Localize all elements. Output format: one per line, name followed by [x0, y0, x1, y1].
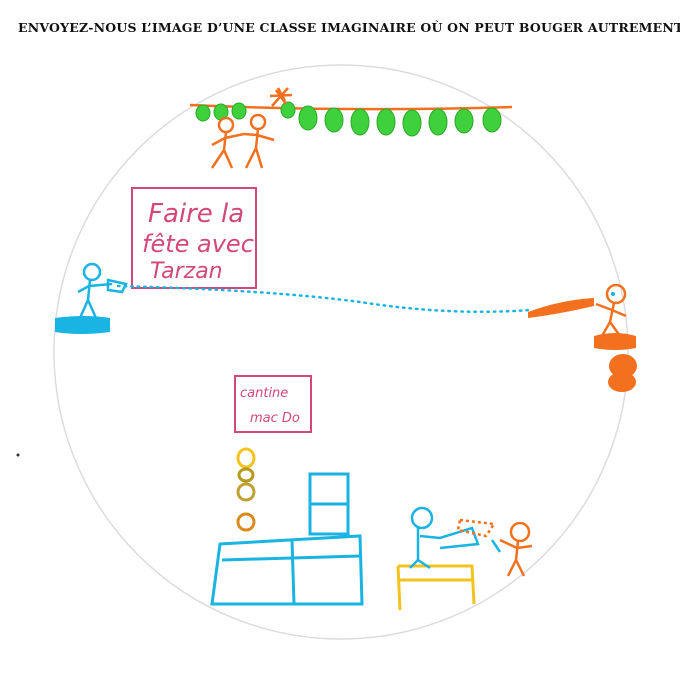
- sign-line-2: fête avec: [142, 230, 254, 258]
- page-title: ENVOYEZ-NOUS L’IMAGE D’UNE CLASSE IMAGIN…: [18, 20, 680, 35]
- sign-line-1: Faire la: [148, 199, 244, 229]
- bottom-orange-figure: [490, 521, 533, 577]
- left-cyan-figure: [55, 262, 128, 334]
- cyan-blocks: [210, 472, 364, 606]
- small-sign-line-1: cantine: [240, 386, 288, 401]
- right-orange-figure: [528, 283, 637, 392]
- cantine-sign: cantine mac Do: [234, 375, 312, 433]
- party-sign: Faire la fête avec Tarzan: [131, 187, 257, 289]
- stacked-rings: [236, 447, 256, 532]
- zip-line: [116, 284, 532, 314]
- bench-figure: [396, 506, 497, 611]
- small-sign-line-2: mac Do: [250, 411, 300, 426]
- stray-dot: [16, 453, 20, 457]
- garland: [189, 87, 513, 137]
- dancing-figures: [210, 113, 275, 169]
- sign-line-3: Tarzan: [150, 259, 223, 284]
- drawing-circle: [53, 64, 629, 640]
